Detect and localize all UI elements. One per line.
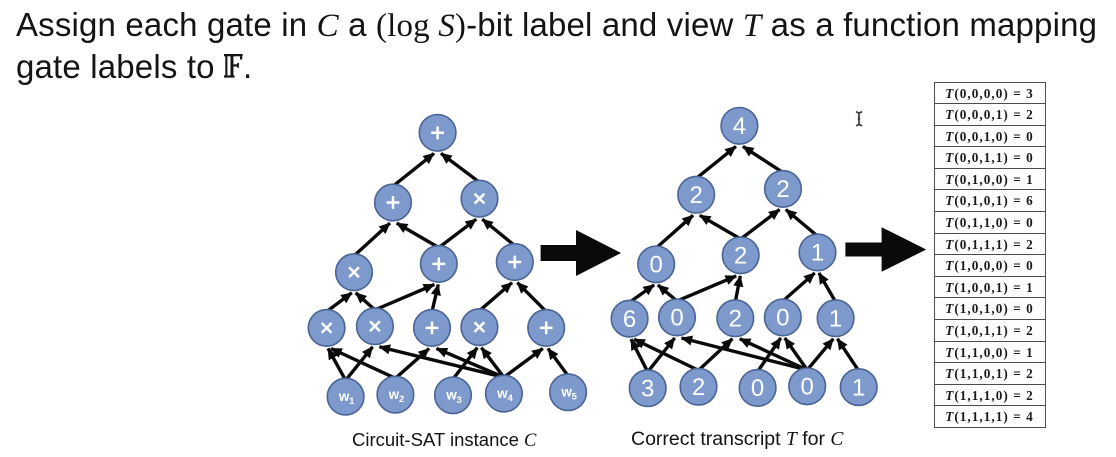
- svg-text:w: w: [445, 388, 457, 403]
- svg-text:6: 6: [623, 306, 636, 333]
- svg-text:1: 1: [852, 374, 865, 401]
- svg-text:3: 3: [641, 375, 654, 402]
- svg-text:1: 1: [829, 305, 842, 332]
- svg-text:w: w: [338, 389, 350, 404]
- svg-text:w: w: [496, 386, 508, 401]
- svg-text:2: 2: [729, 305, 742, 332]
- svg-text:0: 0: [670, 305, 683, 332]
- svg-text:2: 2: [776, 176, 789, 203]
- svg-text:3: 3: [457, 395, 462, 406]
- svg-text:1: 1: [811, 240, 824, 267]
- svg-text:0: 0: [650, 252, 663, 279]
- svg-text:w: w: [560, 384, 572, 399]
- svg-text:2: 2: [734, 243, 747, 270]
- svg-text:4: 4: [733, 113, 746, 140]
- svg-text:0: 0: [776, 305, 789, 332]
- svg-text:0: 0: [751, 375, 764, 402]
- svg-text:2: 2: [692, 374, 705, 401]
- svg-text:2: 2: [690, 182, 703, 209]
- svg-text:2: 2: [399, 394, 404, 405]
- svg-text:w: w: [388, 387, 400, 402]
- svg-text:4: 4: [507, 393, 513, 404]
- svg-text:5: 5: [572, 392, 578, 403]
- svg-text:1: 1: [349, 396, 355, 407]
- svg-text:0: 0: [801, 374, 814, 401]
